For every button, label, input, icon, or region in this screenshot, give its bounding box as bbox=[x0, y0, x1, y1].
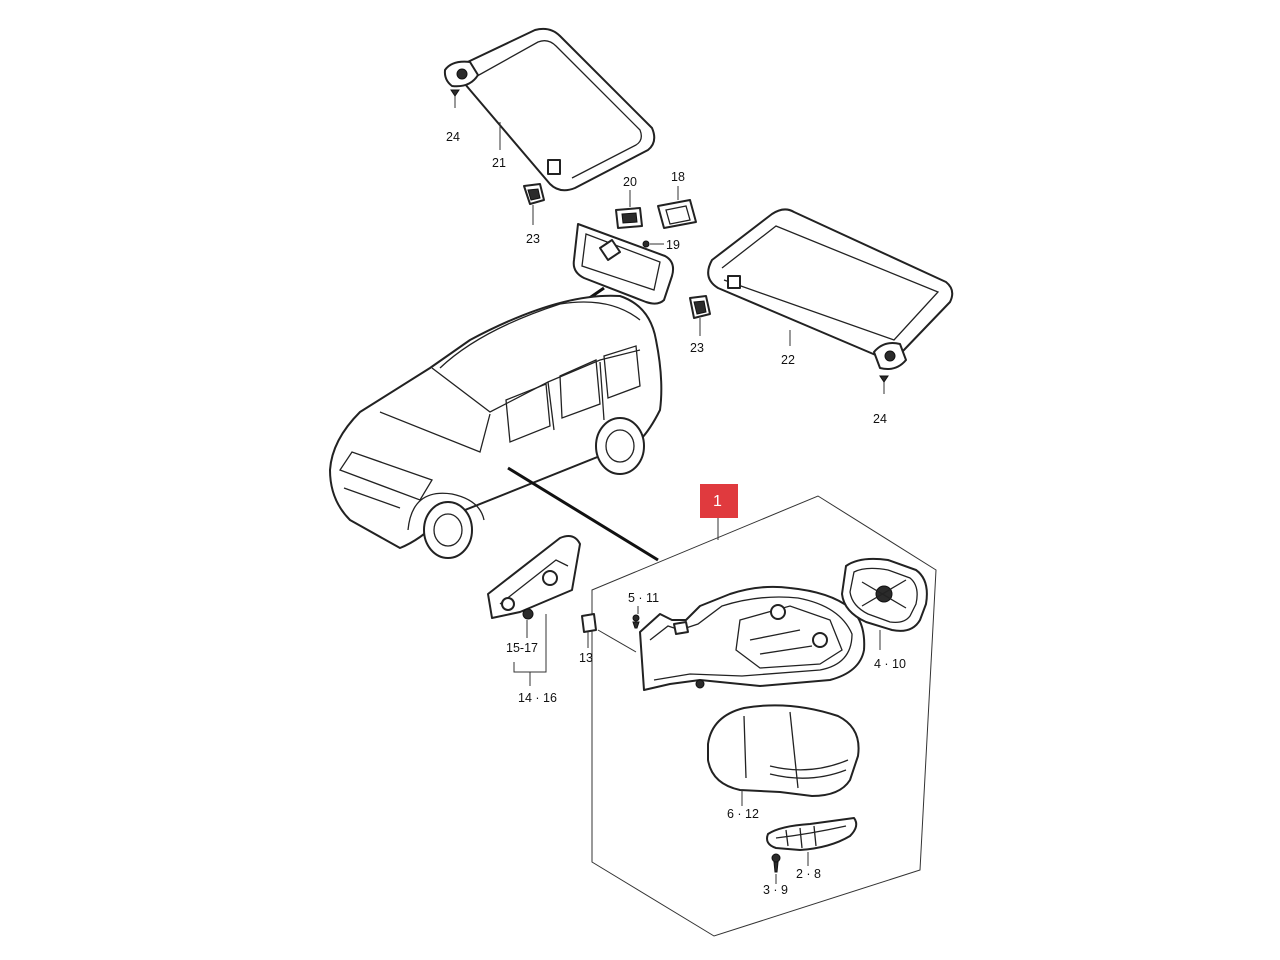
label-3-9: 3 · 9 bbox=[763, 883, 788, 897]
label-13: 13 bbox=[579, 651, 593, 665]
label-5-11: 5 · 11 bbox=[628, 591, 659, 605]
mirror-mount-20[interactable] bbox=[615, 207, 643, 229]
mirror-bracket[interactable] bbox=[487, 535, 581, 619]
label-24-top: 24 bbox=[446, 130, 460, 144]
screw-3-9 bbox=[771, 853, 781, 873]
label-24-right: 24 bbox=[873, 412, 887, 426]
turn-signal-lamp[interactable] bbox=[766, 817, 858, 851]
label-14-16: 14 · 16 bbox=[518, 691, 557, 705]
visor-holder-23-mid[interactable] bbox=[689, 295, 711, 319]
label-15-17: 15-17 bbox=[506, 641, 538, 655]
visor-holder-23-left[interactable] bbox=[523, 183, 545, 205]
inner-rear-view-mirror[interactable] bbox=[572, 223, 675, 305]
sun-visor-right[interactable] bbox=[707, 208, 954, 370]
callout-1-label: 1 bbox=[713, 493, 722, 510]
label-6-12: 6 · 12 bbox=[727, 807, 759, 821]
label-2-8: 2 · 8 bbox=[796, 867, 821, 881]
label-22: 22 bbox=[781, 353, 795, 367]
label-18: 18 bbox=[671, 170, 685, 184]
label-20: 20 bbox=[623, 175, 637, 189]
callout-1[interactable]: 1 bbox=[700, 484, 738, 518]
screw-24-top bbox=[450, 89, 460, 108]
clip-13[interactable] bbox=[581, 613, 597, 633]
screw-5-11 bbox=[632, 614, 640, 629]
label-23-left: 23 bbox=[526, 232, 540, 246]
label-23-mid: 23 bbox=[690, 341, 704, 355]
screw-24-right bbox=[879, 375, 889, 394]
screw-19 bbox=[642, 240, 664, 248]
assembly-frame bbox=[591, 495, 937, 937]
sun-visor-left[interactable] bbox=[443, 27, 656, 192]
label-21: 21 bbox=[492, 156, 506, 170]
mirror-cover[interactable] bbox=[707, 704, 860, 797]
mirror-cover-18[interactable] bbox=[657, 199, 697, 229]
vehicle-outline bbox=[329, 294, 663, 559]
label-19: 19 bbox=[666, 238, 680, 252]
mirror-glass[interactable] bbox=[841, 557, 928, 632]
screw-15-17 bbox=[522, 608, 534, 620]
mirror-housing[interactable] bbox=[639, 585, 866, 691]
label-4-10: 4 · 10 bbox=[874, 657, 906, 671]
